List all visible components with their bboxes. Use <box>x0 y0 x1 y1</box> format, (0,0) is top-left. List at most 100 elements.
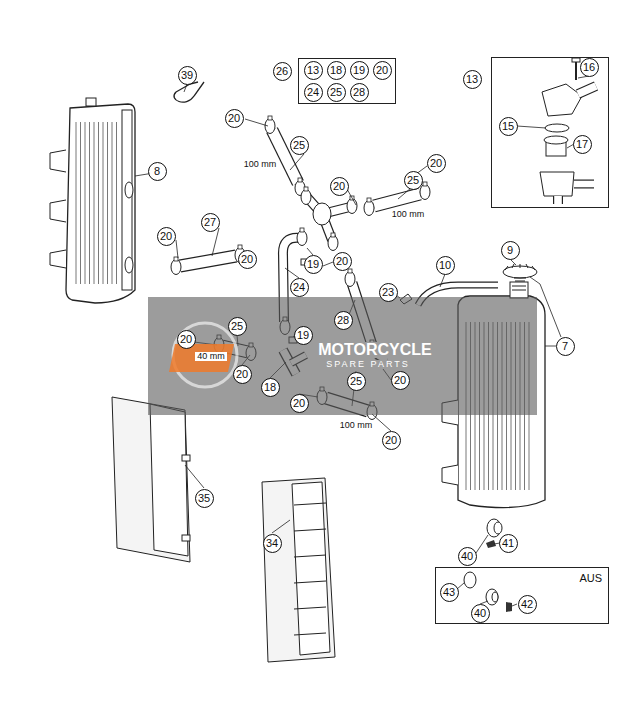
callout-number: 7 <box>562 341 568 352</box>
callout-circle: 34 <box>263 534 282 553</box>
callout-circle: 25 <box>404 171 423 190</box>
dimension-label: 100 mm <box>338 421 375 430</box>
hose <box>180 256 236 266</box>
callout-number: 34 <box>266 538 278 549</box>
dimension-label: 100 mm <box>242 160 279 169</box>
callout-circle: 17 <box>573 135 592 154</box>
callout-number: 42 <box>521 599 533 610</box>
callout-number: 19 <box>307 259 319 270</box>
callout-number: 40 <box>461 551 473 562</box>
callout-number: 25 <box>231 321 243 332</box>
callout-number: 20 <box>241 254 253 265</box>
callout-number: 20 <box>385 435 397 446</box>
callout-circle: 20 <box>233 365 252 384</box>
grommets <box>464 519 512 612</box>
callout-number: 15 <box>502 121 514 132</box>
callout-number: 20 <box>293 398 305 409</box>
callout-circle: 20 <box>427 154 446 173</box>
callout-number: 9 <box>507 245 513 256</box>
callout-number: 20 <box>376 65 388 76</box>
callout-number: 25 <box>293 140 305 151</box>
housing <box>574 184 594 185</box>
callout-number: 19 <box>353 65 365 76</box>
callout-number: 17 <box>576 139 588 150</box>
callout-number: 25 <box>330 87 342 98</box>
callout-circle: 27 <box>201 213 220 232</box>
callout-number: 16 <box>583 62 595 73</box>
callout-circle: 20 <box>391 371 410 390</box>
callout-number: 25 <box>350 376 362 387</box>
callout-circle: 20 <box>330 177 349 196</box>
callout-number: 43 <box>443 587 455 598</box>
callout-number: 18 <box>264 382 276 393</box>
callout-circle: 18 <box>327 61 346 80</box>
callout-number: 20 <box>228 113 240 124</box>
group-box: 13161517 <box>491 57 609 208</box>
callout-number: 20 <box>236 369 248 380</box>
callout-circle: 25 <box>327 83 346 102</box>
callout-circle: 25 <box>290 136 309 155</box>
callout-circle: 18 <box>261 378 280 397</box>
callout-number: 20 <box>333 181 345 192</box>
callout-circle: 8 <box>148 162 167 181</box>
callout-number: 39 <box>181 70 193 81</box>
group-box: AUS434042 <box>435 567 609 624</box>
callout-number: 41 <box>502 538 514 549</box>
callout-circle: 20 <box>225 109 244 128</box>
leader-lines <box>135 76 589 606</box>
callout-number: 26 <box>273 62 292 81</box>
callout-circle: 39 <box>178 66 197 85</box>
hose <box>374 194 420 206</box>
callout-circle: 41 <box>499 534 518 553</box>
callout-number: 23 <box>382 287 394 298</box>
callout-circle: 35 <box>195 489 214 508</box>
callout-number: 20 <box>160 231 172 242</box>
callout-circle: 19 <box>304 255 323 274</box>
group-box: 2613181920242528 <box>298 58 396 104</box>
callout-circle: 13 <box>304 61 323 80</box>
callout-number: 27 <box>204 217 216 228</box>
callout-number: 24 <box>293 282 305 293</box>
callout-number: 40 <box>474 608 486 619</box>
callout-circle: 24 <box>304 83 323 102</box>
callout-circle: 20 <box>177 330 196 349</box>
callout-circle: 23 <box>379 283 398 302</box>
callout-circle: 19 <box>294 326 313 345</box>
callout-circle: 42 <box>518 595 537 614</box>
callout-number: 13 <box>463 70 482 89</box>
callout-circle: 24 <box>290 278 309 297</box>
callout-number: 20 <box>394 375 406 386</box>
callout-number: 18 <box>330 65 342 76</box>
callout-number: 20 <box>336 256 348 267</box>
housing-body <box>313 203 331 225</box>
callout-circle: 19 <box>350 61 369 80</box>
callout-circle: 16 <box>580 58 599 77</box>
callout-number: 20 <box>430 158 442 169</box>
callout-circle: 20 <box>373 61 392 80</box>
callout-circle: 20 <box>382 431 401 450</box>
watermark-text: MOTORCYCLE <box>316 342 433 358</box>
callout-number: 20 <box>180 334 192 345</box>
housing <box>558 196 559 204</box>
callout-circle: 25 <box>347 372 366 391</box>
callout-circle: 20 <box>333 252 352 271</box>
callout-number: 8 <box>154 166 160 177</box>
watermark <box>148 297 537 415</box>
callout-circle: 20 <box>290 394 309 413</box>
callout-number: 10 <box>439 260 451 271</box>
callout-number: 28 <box>337 315 349 326</box>
callout-number: 25 <box>407 175 419 186</box>
radiator-shroud <box>262 478 335 662</box>
callout-circle: 10 <box>436 256 455 275</box>
callout-number: 24 <box>307 87 319 98</box>
callout-number: 35 <box>198 493 210 504</box>
dimension-label: 40 mm <box>195 352 227 361</box>
callout-circle: 40 <box>458 547 477 566</box>
callout-circle: 7 <box>556 337 575 356</box>
housing <box>578 86 596 94</box>
callout-circle: 28 <box>334 311 353 330</box>
callout-circle: 28 <box>350 83 369 102</box>
callout-circle: 20 <box>157 227 176 246</box>
radiator-shroud <box>112 397 190 562</box>
